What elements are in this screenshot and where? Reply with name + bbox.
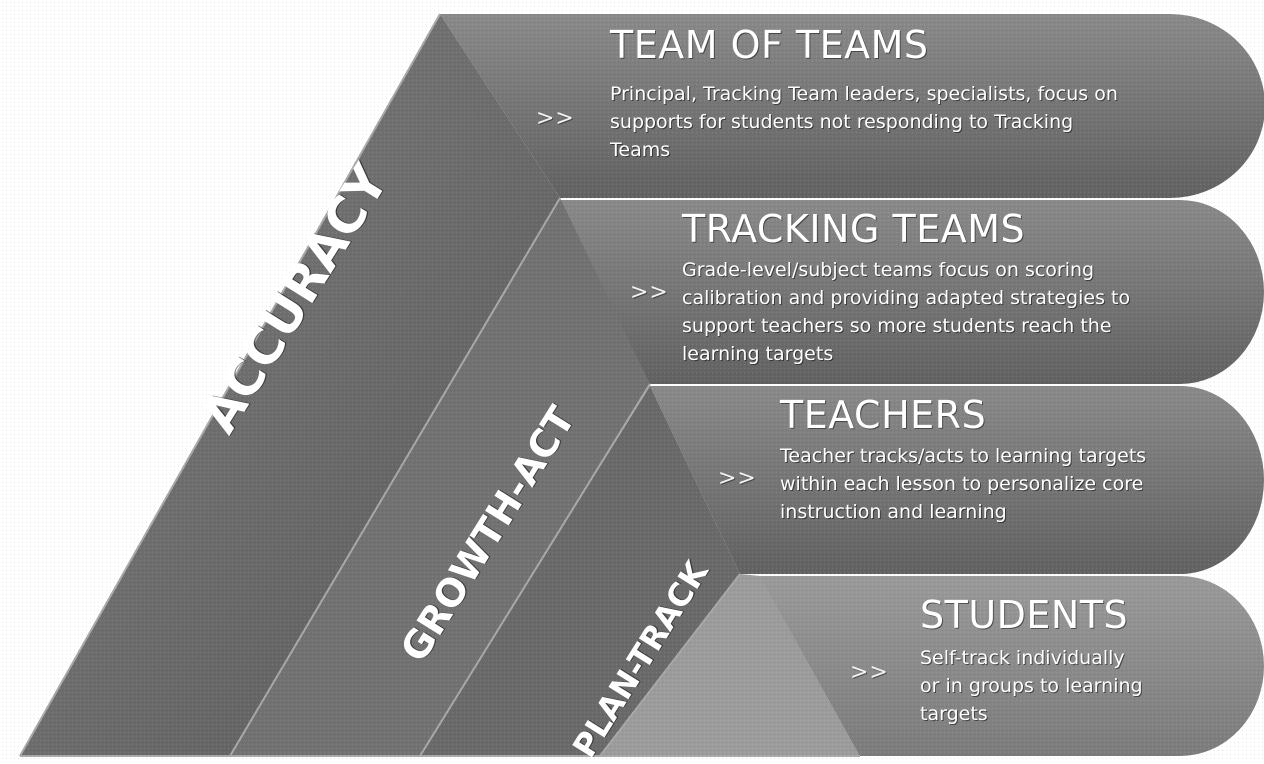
- tier-description-teachers: Teacher tracks/acts to learning targets …: [780, 442, 1146, 526]
- tier-arrow-teachers: >>: [718, 466, 757, 491]
- description-line: Principal, Tracking Team leaders, specia…: [610, 83, 1118, 105]
- tier-description-team-of-teams: Principal, Tracking Team leaders, specia…: [610, 80, 1118, 164]
- tier-description-tracking-teams: Grade-level/subject teams focus on scori…: [682, 256, 1130, 368]
- description-line: instruction and learning: [780, 501, 1007, 523]
- description-line: supports for students not responding to …: [610, 111, 1074, 133]
- tier-arrow-students: >>: [850, 660, 889, 685]
- description-line: or in groups to learning: [920, 675, 1143, 697]
- description-line: within each lesson to personalize core: [780, 473, 1144, 495]
- tier-arrow-tracking-teams: >>: [630, 280, 669, 305]
- tier-title-team-of-teams: TEAM OF TEAMS: [610, 23, 929, 67]
- description-line: Self-track individually: [920, 647, 1125, 669]
- tier-title-teachers: TEACHERS: [780, 393, 987, 437]
- description-line: support teachers so more students reach …: [682, 315, 1112, 337]
- description-line: Grade-level/subject teams focus on scori…: [682, 259, 1095, 281]
- tier-title-tracking-teams: TRACKING TEAMS: [682, 207, 1026, 251]
- description-line: Teacher tracks/acts to learning targets: [780, 445, 1147, 467]
- description-line: calibration and providing adapted strate…: [682, 287, 1131, 309]
- description-line: targets: [920, 703, 988, 725]
- description-line: learning targets: [682, 343, 834, 365]
- tier-description-students: Self-track individually or in groups to …: [920, 644, 1143, 728]
- tier-arrow-team-of-teams: >>: [536, 106, 575, 131]
- tier-title-students: STUDENTS: [920, 593, 1129, 637]
- description-line: Teams: [610, 139, 671, 161]
